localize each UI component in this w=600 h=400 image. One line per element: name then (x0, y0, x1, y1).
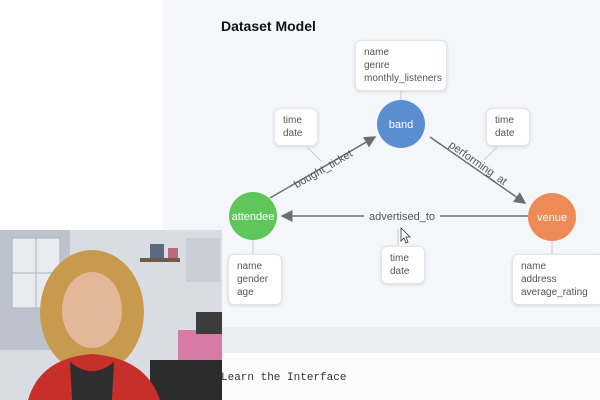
attendee-property: name (237, 261, 263, 272)
advertised-to-property: date (390, 266, 410, 277)
performing-at-property: time (495, 115, 514, 126)
venue-node-label: venue (537, 212, 567, 224)
band-node[interactable] (377, 100, 425, 148)
band-property: monthly_listeners (364, 73, 442, 84)
performing-at-label: performing_at (446, 139, 508, 188)
presenter-video-frame (0, 230, 222, 400)
performing-at-props-connector (483, 146, 498, 161)
performing-at-edge[interactable] (429, 136, 527, 204)
slide-bottom-bar (163, 327, 600, 353)
attendee-node-label: attendee (232, 211, 275, 223)
venue-node[interactable] (528, 193, 576, 241)
advertised-to-properties-card: time date (381, 246, 425, 284)
attendee-properties-card: name gender age (228, 254, 282, 305)
venue-property: address (521, 274, 557, 285)
bought-ticket-property: date (283, 128, 303, 139)
band-node-label: band (389, 119, 413, 131)
performing-at-properties-card: time date (486, 108, 530, 146)
performing-at-property: date (495, 128, 515, 139)
band-property: genre (364, 60, 390, 71)
attendee-node[interactable] (229, 192, 277, 240)
presenter-webcam (0, 230, 222, 400)
advertised-to-property: time (390, 253, 409, 264)
venue-property: average_rating (521, 287, 588, 298)
band-properties-card: name genre monthly_listeners (355, 40, 447, 91)
advertised-to-label: advertised_to (369, 211, 435, 223)
attendee-property: gender (237, 274, 269, 285)
bought-ticket-property: time (283, 115, 302, 126)
bought-ticket-properties-card: time date (274, 108, 318, 146)
dataset-model-diagram: bought_ticket performing_at advertised_t… (229, 86, 576, 254)
attendee-property: age (237, 287, 254, 298)
venue-property: name (521, 261, 547, 272)
venue-properties-card: name address average_rating (512, 254, 600, 305)
bought-ticket-edge[interactable] (269, 136, 377, 199)
section-caption: Learn the Interface (221, 372, 347, 384)
slide-title: Dataset Model (221, 18, 316, 34)
mouse-cursor-icon (400, 227, 411, 244)
bought-ticket-label: bought_ticket (292, 148, 355, 191)
footer-strip (163, 353, 600, 400)
bought-ticket-props-connector (306, 146, 323, 163)
band-property: name (364, 47, 390, 58)
